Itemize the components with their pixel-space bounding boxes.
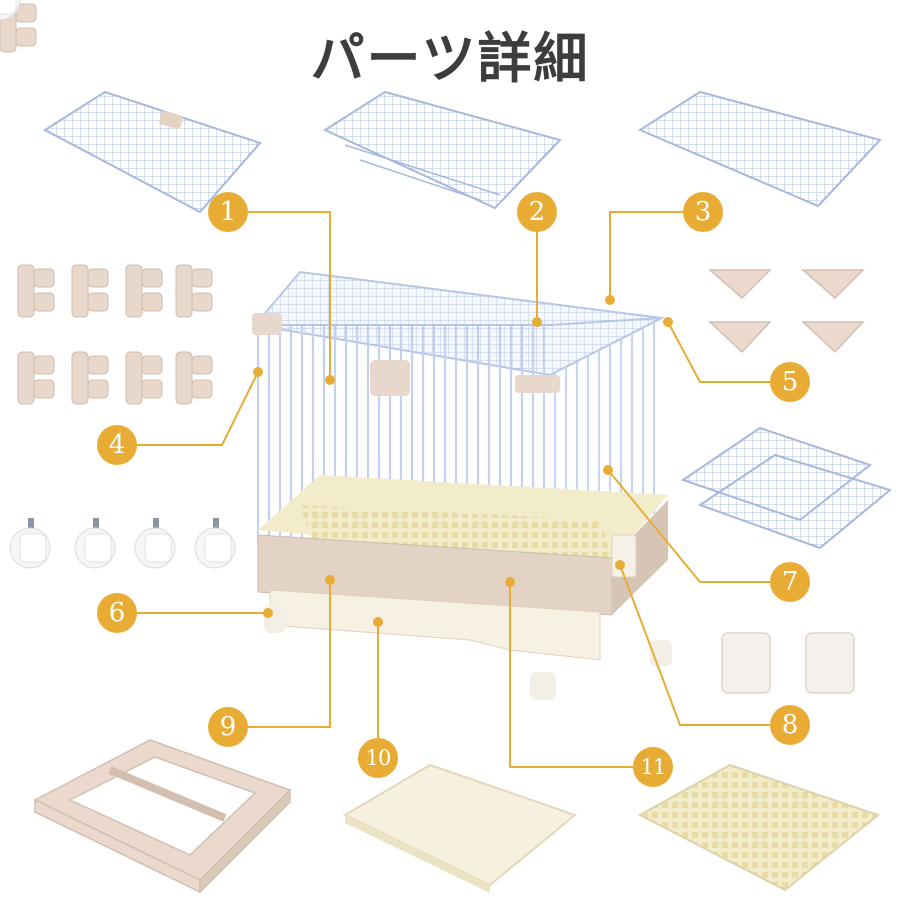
cage-assembled	[252, 270, 672, 700]
drawer-tray	[342, 763, 578, 893]
part-badge-8: 8	[770, 705, 810, 745]
part-badge-3: 3	[683, 192, 723, 232]
page-title: パーツ詳細	[310, 27, 590, 90]
part-badge-1: 1	[208, 192, 248, 232]
panel-top	[637, 90, 882, 208]
panel-front	[322, 90, 562, 210]
part-badge-10: 10	[358, 738, 398, 778]
part-badge-5: 5	[770, 362, 810, 402]
corner-caps	[708, 269, 865, 354]
part-badge-4: 4	[97, 425, 137, 465]
floor-grid	[637, 763, 881, 892]
leader-lines	[137, 211, 770, 768]
part-badge-7: 7	[770, 562, 810, 602]
caster-wheels	[0, 0, 236, 569]
panel-top-door	[43, 90, 262, 214]
leader-dots	[253, 295, 673, 627]
part-badge-11: 11	[633, 747, 673, 787]
part-badge-2: 2	[517, 192, 557, 232]
part-badge-6: 6	[97, 593, 137, 633]
side-latch-covers	[721, 632, 855, 694]
base-frame	[33, 739, 292, 894]
side-panels	[680, 426, 893, 550]
part-badge-9: 9	[208, 707, 248, 747]
